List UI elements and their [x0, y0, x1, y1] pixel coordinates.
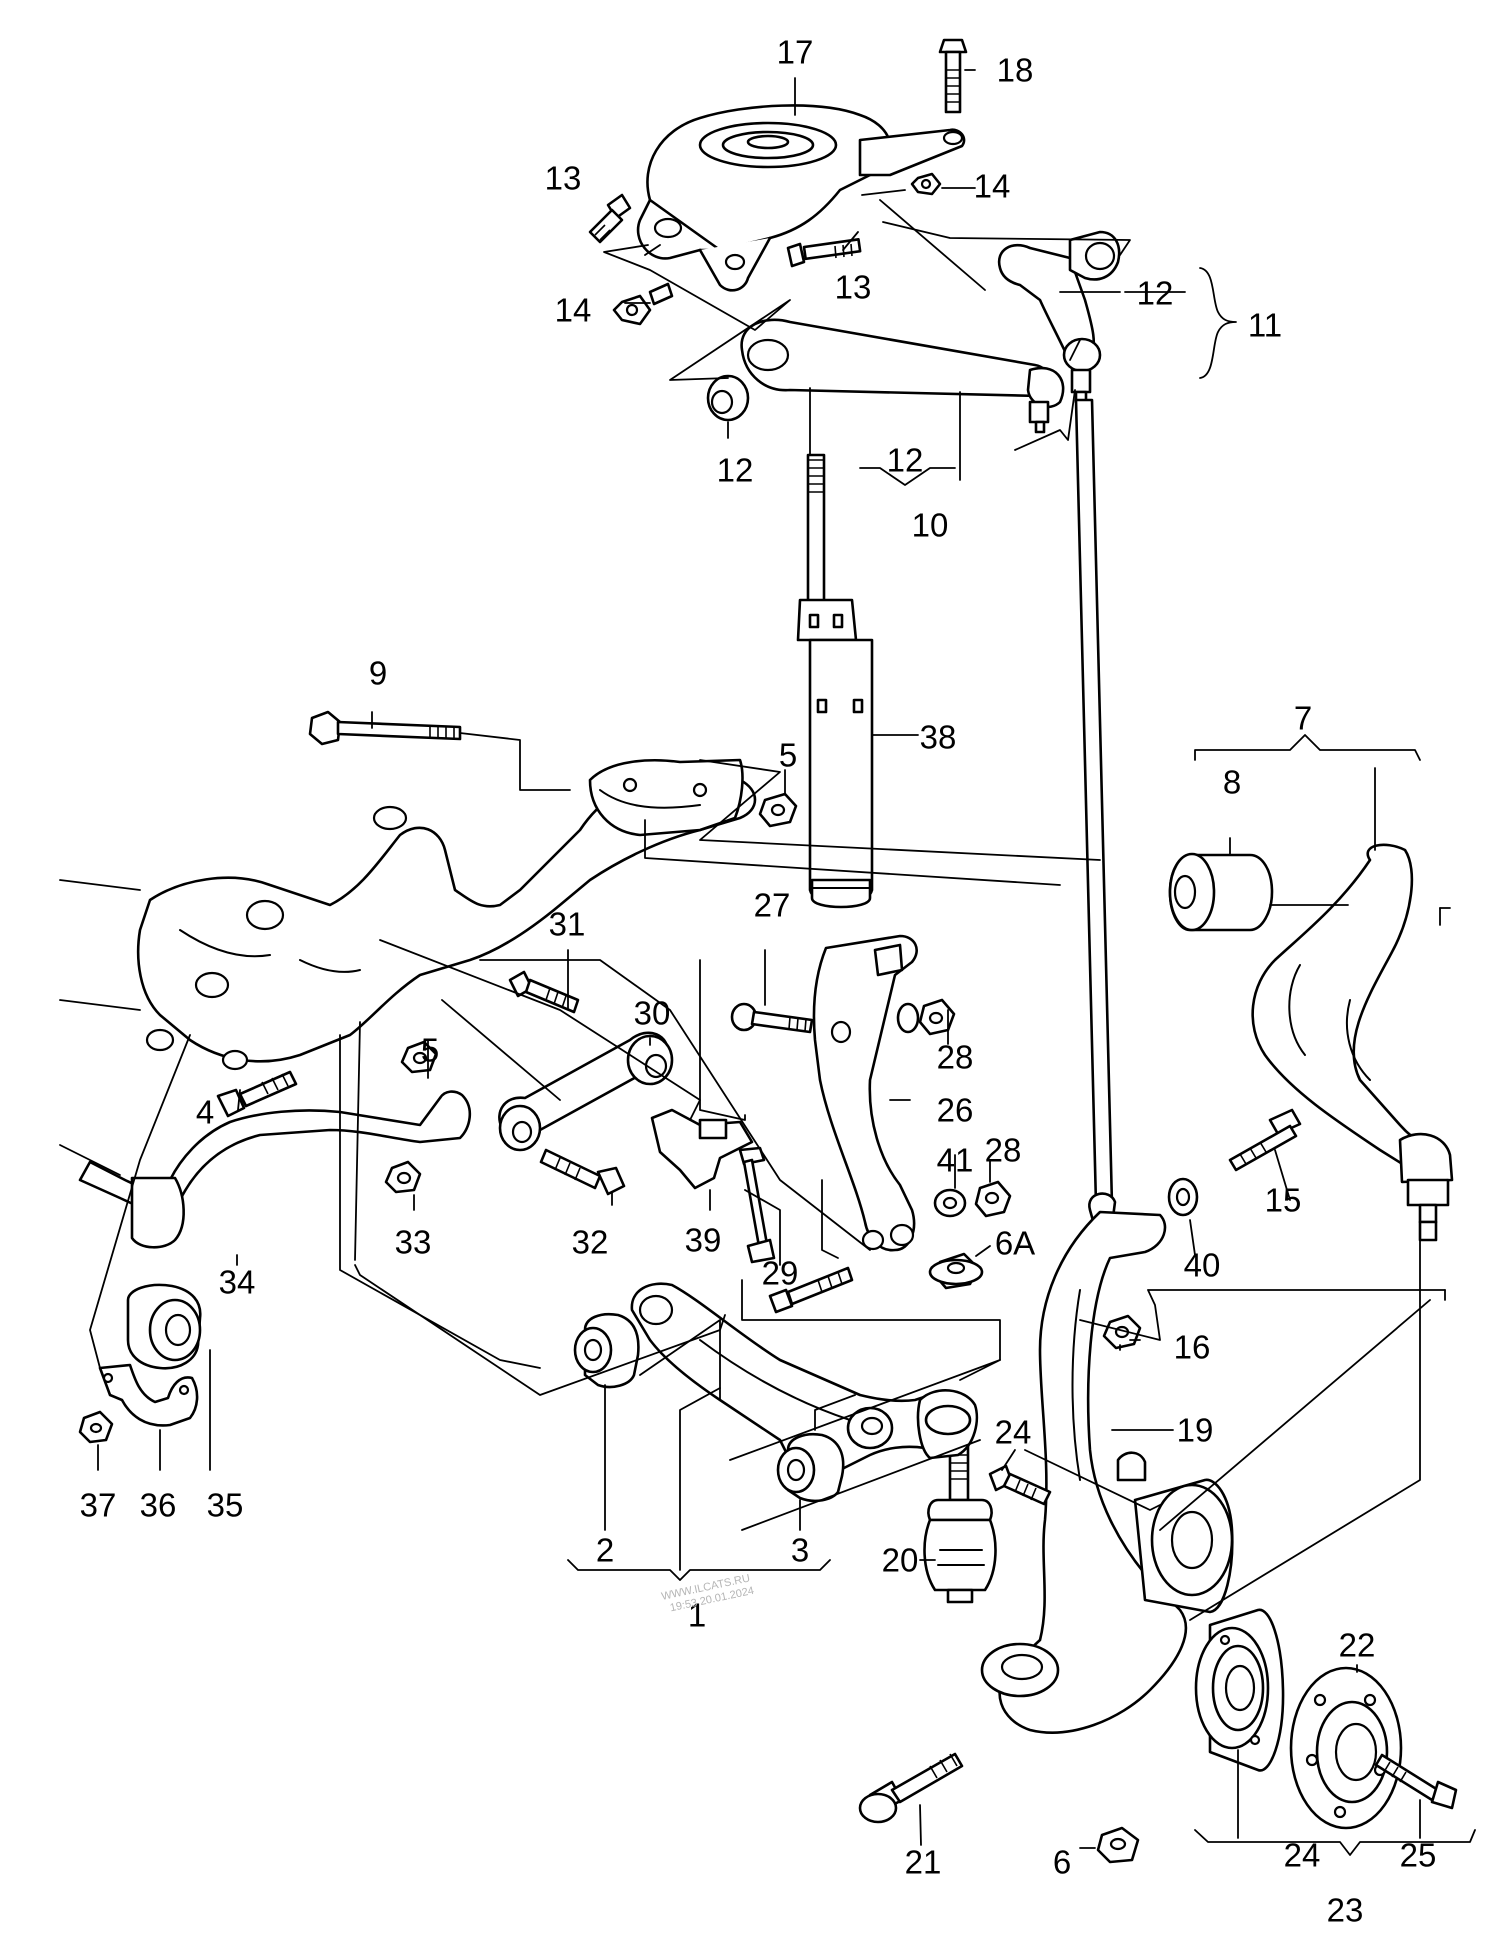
label-11: 11	[1248, 307, 1282, 344]
label-38: 38	[920, 719, 957, 756]
label-18: 18	[997, 52, 1034, 89]
label-14-left: 14	[555, 292, 592, 329]
nut-14-right	[910, 172, 942, 196]
bushing-8	[1168, 852, 1274, 932]
label-13-upper: 13	[545, 160, 582, 197]
label-12-right: 12	[1137, 275, 1174, 312]
tie-rod-long	[1074, 398, 1117, 1230]
label-28-upper: 28	[937, 1039, 974, 1076]
label-22: 22	[1339, 1627, 1376, 1664]
bushing-12-left	[706, 374, 750, 422]
label-15: 15	[1265, 1182, 1302, 1219]
label-25: 25	[1400, 1837, 1437, 1874]
callout-labels: 17 18 13 14 13 14 12 11 12 12 10 9 5 38 …	[80, 34, 1437, 1929]
bolt-21	[858, 1752, 964, 1824]
label-5-upper: 5	[779, 737, 797, 774]
label-28-lower: 28	[985, 1132, 1022, 1169]
label-40: 40	[1184, 1247, 1221, 1284]
wheel-hub-22	[1289, 1666, 1403, 1830]
label-29: 29	[762, 1255, 799, 1292]
control-arm-7	[1251, 843, 1454, 1242]
bolt-24	[988, 1464, 1052, 1506]
nut-33	[384, 1160, 422, 1194]
bolt-13-lower	[786, 238, 862, 268]
label-12-middle: 12	[887, 442, 924, 479]
label-37: 37	[80, 1487, 117, 1524]
label-5-lower: 5	[421, 1032, 439, 1069]
label-16: 16	[1174, 1329, 1211, 1366]
nut-14-left	[612, 282, 674, 326]
bolt-15	[1228, 1108, 1302, 1172]
label-41: 41	[937, 1142, 974, 1179]
label-14-right: 14	[974, 168, 1011, 205]
nut-28-upper	[896, 998, 956, 1036]
label-4: 4	[196, 1094, 214, 1131]
label-7: 7	[1294, 700, 1312, 737]
label-20: 20	[882, 1542, 919, 1579]
leader-lines	[59, 69, 1476, 1856]
washer-41	[933, 1188, 967, 1218]
label-34: 34	[219, 1264, 256, 1301]
label-23: 23	[1327, 1892, 1364, 1929]
label-24-upper: 24	[995, 1414, 1032, 1451]
label-17: 17	[777, 34, 814, 71]
bushing-2	[573, 1312, 640, 1389]
label-10: 10	[912, 507, 949, 544]
label-35: 35	[207, 1487, 244, 1524]
nut-37	[78, 1410, 114, 1444]
shock-absorber-38	[796, 453, 874, 909]
upper-arm-11	[997, 230, 1121, 404]
nut-6	[1096, 1826, 1140, 1864]
label-24-lower: 24	[1284, 1837, 1321, 1874]
bolt-13-upper	[588, 193, 632, 244]
label-33: 33	[395, 1224, 432, 1261]
bushing-3	[776, 1432, 845, 1503]
label-21: 21	[905, 1844, 942, 1881]
label-12-left: 12	[717, 452, 754, 489]
subframe	[136, 758, 757, 1071]
label-36: 36	[140, 1487, 177, 1524]
label-3: 3	[791, 1532, 809, 1569]
bolt-4	[216, 1070, 298, 1118]
label-30: 30	[634, 995, 671, 1032]
label-9: 9	[369, 655, 387, 692]
stabilizer-bar-34	[78, 1090, 472, 1249]
label-32: 32	[572, 1224, 609, 1261]
bushing-35	[126, 1283, 202, 1370]
label-2: 2	[596, 1532, 614, 1569]
coupling-link-30	[498, 1031, 674, 1152]
label-31: 31	[549, 906, 586, 943]
nut-5-upper	[758, 792, 798, 828]
label-6a: 6A	[995, 1225, 1035, 1262]
clamp-36	[98, 1363, 199, 1427]
steering-knuckle-19	[980, 1210, 1234, 1734]
nut-16	[1102, 1314, 1142, 1350]
bolt-25	[1374, 1753, 1458, 1810]
label-39: 39	[685, 1222, 722, 1259]
bolt-27	[730, 1002, 814, 1034]
nut-28-lower	[974, 1180, 1012, 1218]
washer-40	[1167, 1177, 1199, 1217]
label-26: 26	[937, 1092, 974, 1129]
bolt-31	[508, 970, 580, 1014]
strut-mount-17	[636, 104, 966, 292]
label-6: 6	[1053, 1844, 1071, 1881]
bolt-9	[308, 710, 462, 746]
ball-joint-20	[923, 1443, 997, 1604]
bolt-29	[768, 1266, 854, 1314]
bolt-18	[938, 38, 968, 114]
bolt-32	[539, 1148, 626, 1196]
wheel-bearing-24	[1194, 1608, 1285, 1772]
label-27: 27	[754, 887, 791, 924]
link-26	[812, 934, 918, 1252]
upper-arm-10	[740, 318, 1065, 434]
nut-6a	[928, 1252, 984, 1290]
label-1: 1	[688, 1597, 706, 1634]
label-19: 19	[1177, 1412, 1214, 1449]
watermark: WWW.ILCATS.RU 19:53 20.01.2024	[660, 1572, 755, 1614]
label-13-lower: 13	[835, 269, 872, 306]
label-8: 8	[1223, 764, 1241, 801]
